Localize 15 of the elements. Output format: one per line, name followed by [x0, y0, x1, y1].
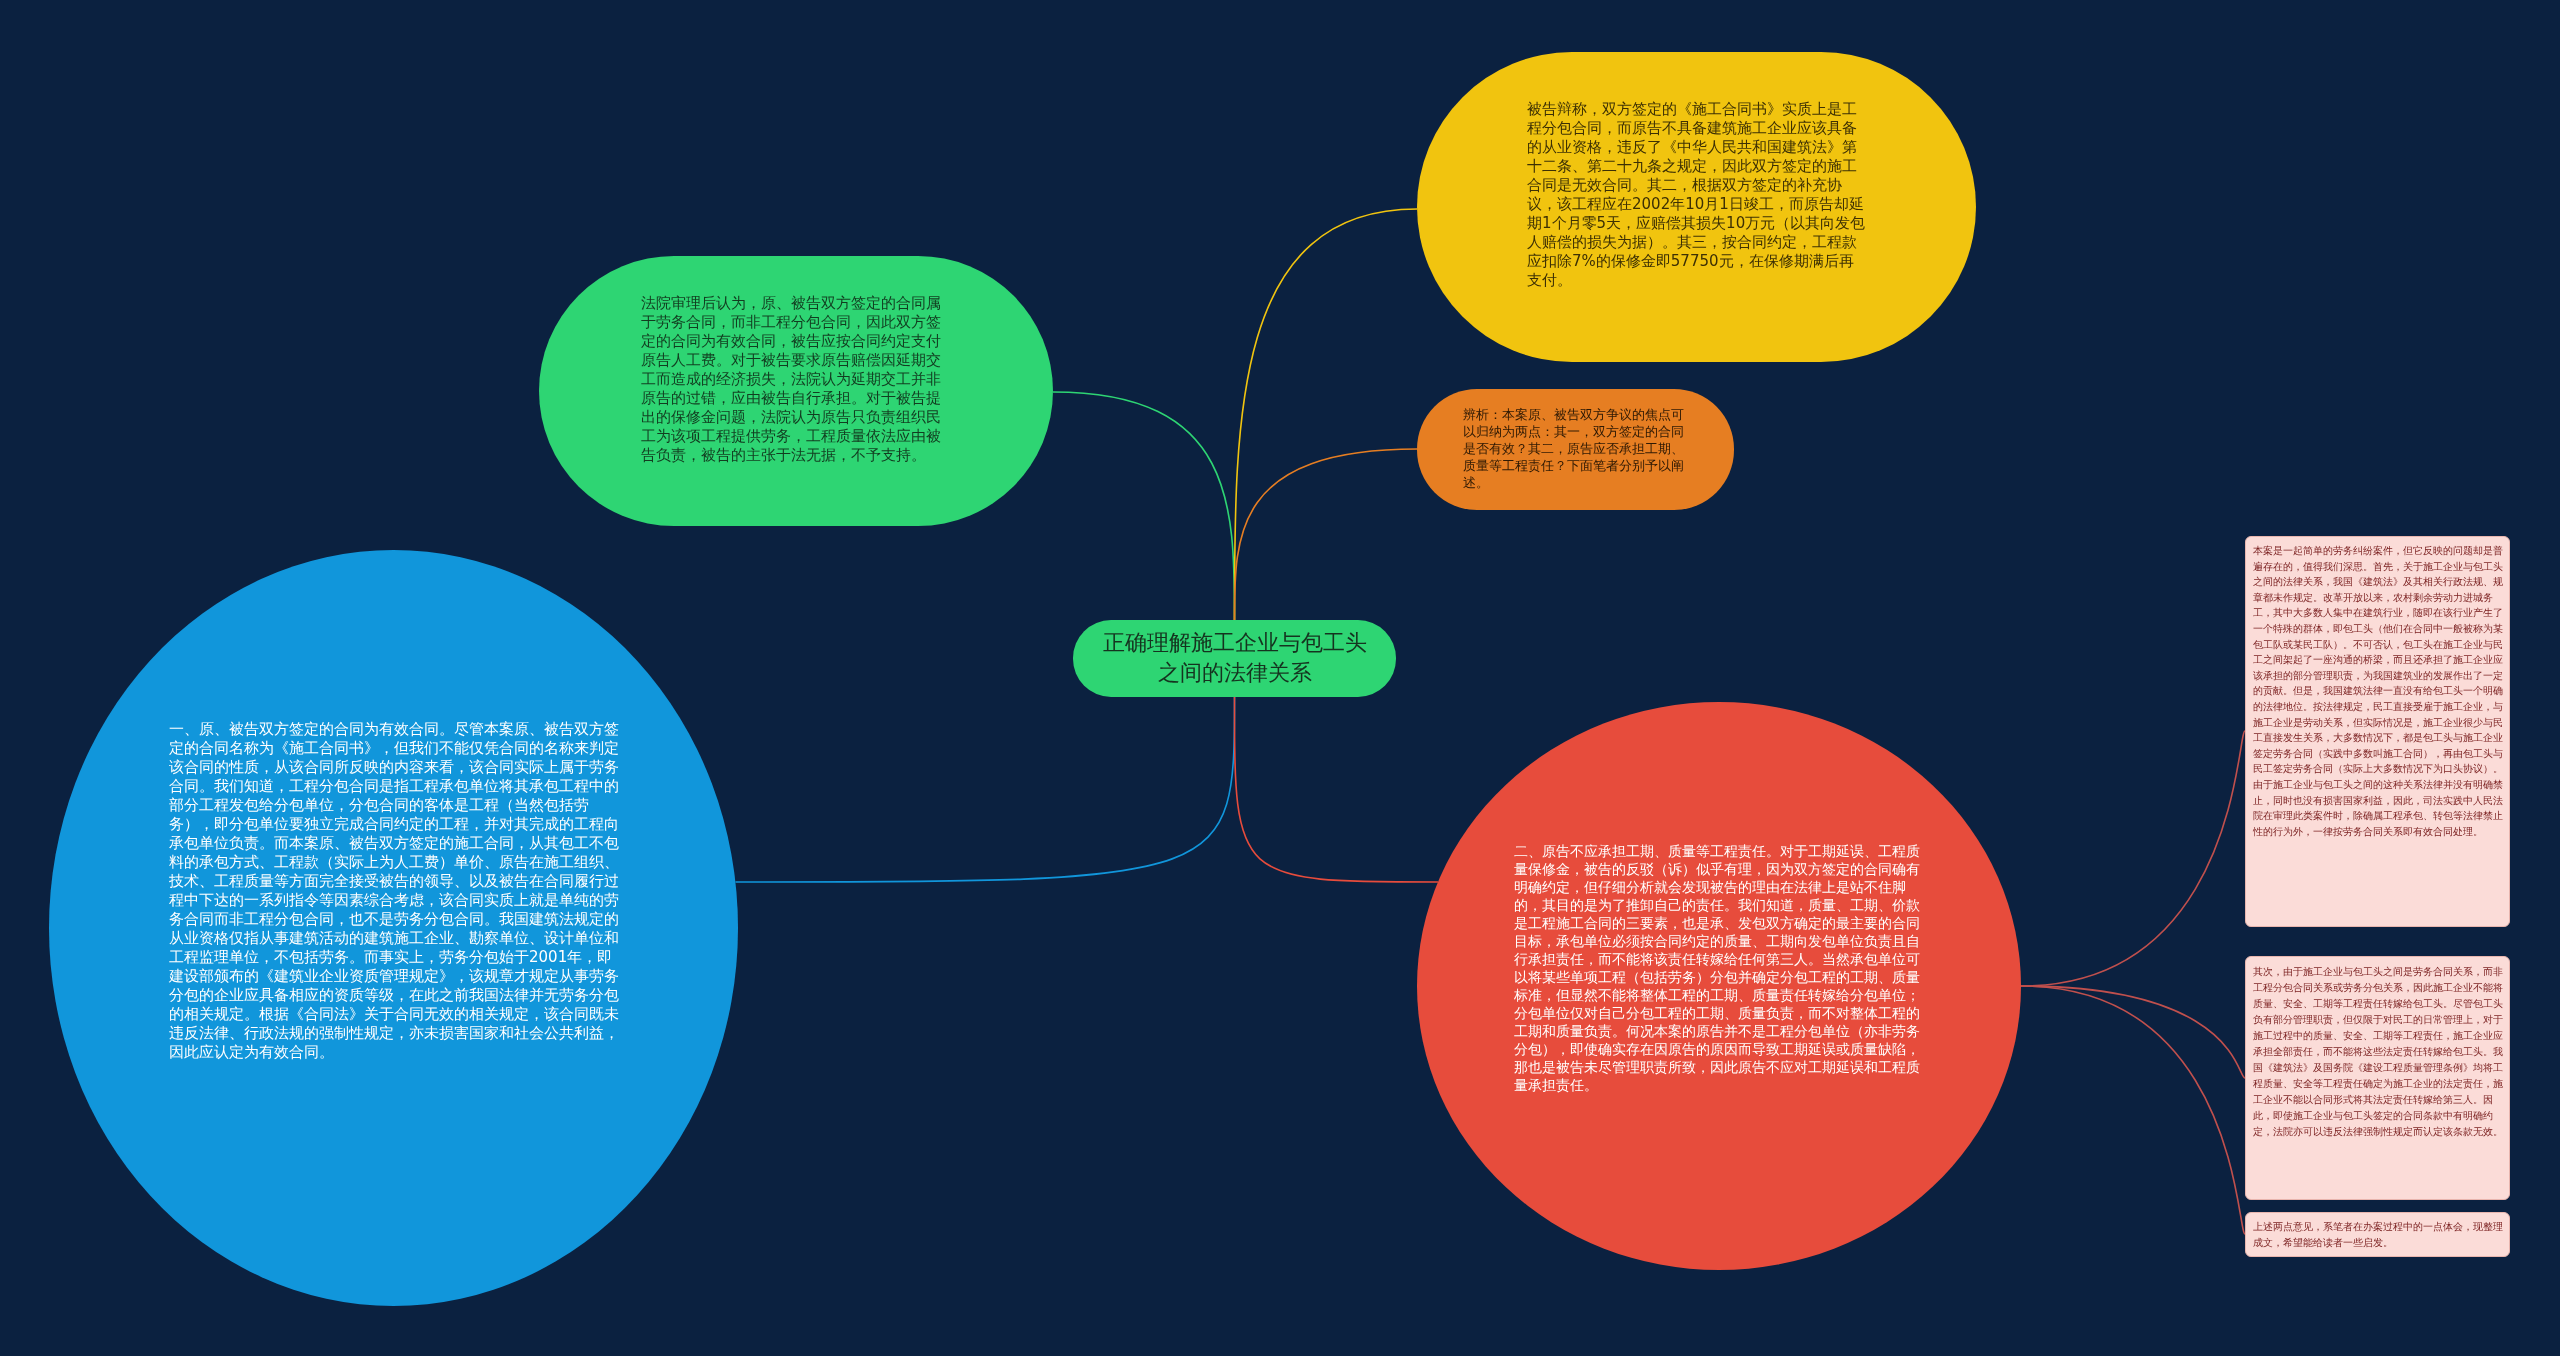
connector-line [1233, 696, 1439, 883]
connector-line [2020, 985, 2246, 1235]
note-text: 二、原告不应承担工期、质量等工程责任。对于工期延误、工程质量保修金，被告的反驳（诉）似乎有理，因为双方签定的合同确有明确约定，但仔细分析就会发现被告的理由在法律上是站不住脚的，其目的是为了推卸自己的责任。我们知道，质量、工期、价款是工程施工合同的三要素，也是承、发包双方确定的最主要的合同目标，承包单位必须按合同约定的质量、工期向发包单位负责且自行承担责任，而不能将该责任转嫁给任何第三人。当然承包单位可以将某些单项工程（包括劳务）分包并确定分包工程的工期、质量标准，但显然不能将整体工程的工期、质量责任转嫁给分包单位；分包单位仅对自己分包工程的工期、质量负责，而不对整体工程的工期和质量负责。何况本案的原告并不是工程分包单位（亦非劳务分包），即使确实存在因原告的原因而导致工期延误或质量缺陷，那也是被告未尽管理职责所致，因此原告不应对工期延误和工程质量承担责任。 [1514, 842, 1921, 1094]
note-text: 法院审理后认为，原、被告双方签定的合同属于劳务合同，而非工程分包合同，因此双方签定的合同为有效合同，被告应按合同约定支付原告人工费。对于被告要求原告赔偿因延期交工而造成的经济损失，法院认为延期交工并非原告的过错，应由被告自行承担。对于被告提出的保修金问题，法院认为原告只负责组织民工为该项工程提供劳务，工程质量依法应由被告负责，被告的主张于法无据，不予支持。 [641, 294, 942, 465]
note-card [2245, 956, 2510, 1200]
note-card [2245, 536, 2510, 927]
note-card [2245, 1212, 2510, 1257]
topic-text: 正确理解施工企业与包工头之间的法律关系 [1102, 629, 1368, 687]
note-text: 辨析：本案原、被告双方争议的焦点可以归纳为两点：其一，双方签定的合同是否有效？其二，原告应否承担工期、质量等工程责任？下面笔者分别予以阐述。 [1463, 406, 1685, 491]
note-text: 上述两点意见，系笔者在办案过程中的一点体会，现整理成文，希望能给读者一些启发。 [2253, 1219, 2504, 1250]
note-text: 被告辩称，双方签定的《施工合同书》实质上是工程分包合同，而原告不具备建筑施工企业应该具备的从业资格，违反了《中华人民共和国建筑法》第十二条、第二十九条之规定，因此双方签定的施工合同是无效合同。其二，根据双方签定的补充协议，该工程应在2002年10月1日竣工，而原告却延期1个月零5天，应赔偿其损失10万元（以其向发包人赔偿的损失为据）。其三，按合同约定，工程款应扣除7%的保修金即57750元，在保修期满后再支付。 [1527, 100, 1867, 290]
connector-line [1233, 448, 1418, 621]
note-text: 本案是一起简单的劳务纠纷案件，但它反映的问题却是普遍存在的，值得我们深思。首先，关于施工企业与包工头之间的法律关系，我国《建筑法》及其相关行政法规、规章都未作规定。改革开放以来，农村剩余劳动力进城务工，其中大多数人集中在建筑行业，随即在该行业产生了一个特殊的群体，即包工头（他们在合同中一般被称为某包工队或某民工队）。不可否认，包工头在施工企业与民工之间架起了一座沟通的桥梁，而且还承担了施工企业应该承担的部分管理职责，为我国建筑业的发展作出了一定的贡献。但是，我国建筑法律一直没有给包工头一个明确的法律地位。按法律规定，民工直接受雇于施工企业，与施工企业是劳动关系，但实际情况是，施工企业很少与民工直接发生关系，大多数情况下，都是包工头与施工企业签定劳务合同（实践中多数叫施工合同），再由包工头与民工签定劳务合同（实际上大多数情况下为口头协议）。由于施工企业与包工头之间的这种关系法律并没有明确禁止，同时也没有损害国家利益，因此，司法实践中人民法院在审理此类案件时，除确属工程承包、转包等法律禁止性的行为外，一律按劳务合同关系即有效合同处理。 [2253, 543, 2504, 839]
note-text: 一、原、被告双方签定的合同为有效合同。尽管本案原、被告双方签定的合同名称为《施工合同书》，但我们不能仅凭合同的名称来判定该合同的性质，从该合同所反映的内容来看，该合同实际上属于劳务合同。我们知道，工程分包合同是指工程承包单位将其承包工程中的部分工程发包给分包单位，分包合同的客体是工程（当然包括劳务），即分包单位要独立完成合同约定的工程，并对其完成的工程向承包单位负责。而本案原、被告双方签定的施工合同，从其包工不包料的承包方式、工程款（实际上为人工费）单价、原告在施工组织、技术、工程质量等方面完全接受被告的领导、以及被告在合同履行过程中下达的一系列指令等因素综合考虑，该合同实质上就是单纯的劳务合同而非工程分包合同，也不是劳务分包合同。我国建筑法规定的从业资格仅指从事建筑活动的建筑施工企业、勘察单位、设计单位和工程监理单位，不包括劳务。而事实上，劳务分包始于2001年，即建设部颁布的《建筑业企业资质管理规定》，该规章才规定从事劳务分包的企业应具备相应的资质等级，在此之前我国法律并无劳务分包的相关规定。根据《合同法》关于合同无效的相关规定，该合同既未违反法律、行政法规的强制性规定，亦未损害国家和社会公共利益，因此应认定为有效合同。 [169, 720, 619, 1062]
note-text: 其次，由于施工企业与包工头之间是劳务合同关系，而非工程分包合同关系或劳务分包关系，因此施工企业不能将质量、安全、工期等工程责任转嫁给包工头。尽管包工头负有部分管理职责，但仅限于对民工的日常管理上，对于施工过程中的质量、安全、工期等工程责任，施工企业应承担全部责任，而不能将这些法定责任转嫁给包工头。我国《建筑法》及国务院《建设工程质量管理条例》均将工程质量、安全等工程责任确定为施工企业的法定责任，施工企业不能以合同形式将其法定责任转嫁给第三人。因此，即使施工企业与包工头签定的合同条款中有明确约定，法院亦可以违反法律强制性规定而认定该条款无效。 [2253, 964, 2504, 1139]
